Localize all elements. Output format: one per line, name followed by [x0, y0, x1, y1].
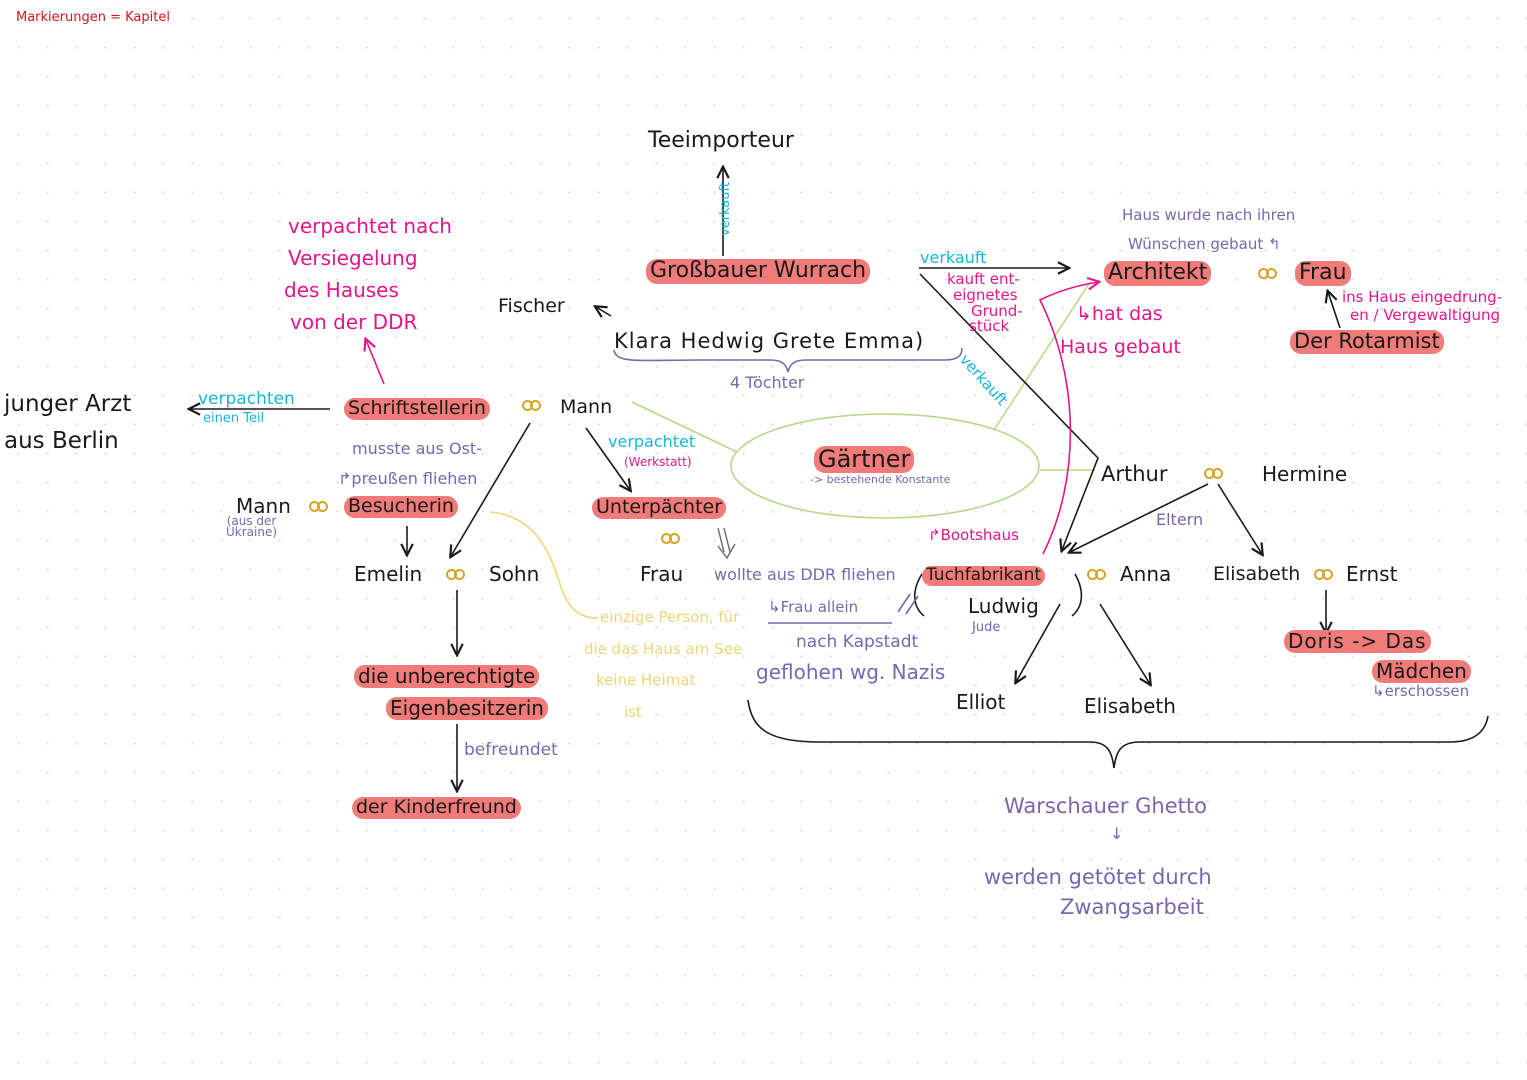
note-verpachtet-ddr: verpachtet nach Versiegelung des Hauses …: [284, 214, 452, 334]
node-unterpaechter: Unterpächter: [592, 497, 727, 519]
node-mann-schriftstellerin: Mann: [560, 396, 613, 418]
arrow-to-elliot: [1016, 603, 1061, 682]
arrow-down-icon: ↓: [1110, 824, 1124, 843]
node-frau-unterpaechter: Frau: [640, 562, 684, 586]
node-maedchen: Mädchen: [1372, 660, 1471, 683]
node-eigenbesitzerin-2: Eigenbesitzerin: [386, 697, 548, 720]
node-elliot: Elliot: [956, 690, 1006, 714]
node-sohn: Sohn: [489, 562, 540, 586]
note-toechter: 4 Töchter: [730, 373, 805, 392]
note-hat-gebaut: ↳hat das Haus gebaut: [1060, 303, 1181, 359]
note-aus-ukraine: (aus der Ukraine): [226, 514, 278, 540]
node-anna: Anna: [1120, 562, 1172, 586]
node-architekt: Architekt: [1104, 261, 1212, 286]
node-hermine: Hermine: [1262, 462, 1348, 486]
label-verpachtet: verpachtet: [608, 432, 696, 451]
node-rotarmist: Der Rotarmist: [1290, 330, 1444, 354]
node-grossbauer-wurrach: Großbauer Wurrach: [646, 259, 871, 284]
note-einzige-person: einzige Person, für die das Haus am See …: [584, 608, 743, 721]
marriage-rings-icon: [1204, 468, 1226, 480]
label-verkauft-vertical: verkauft: [718, 182, 733, 236]
arrow-to-elisabeth: [1217, 483, 1262, 554]
yellow-curve: [489, 511, 599, 619]
arrow-to-unterpaechter: [585, 427, 630, 490]
node-toechter-names: Klara Hedwig Grete Emma): [614, 329, 925, 353]
node-arthur: Arthur: [1101, 462, 1168, 486]
marriage-rings-icon: [1087, 569, 1109, 581]
bracket-tuchfabrikant: [913, 573, 925, 617]
note-kapstadt: nach Kapstadt: [796, 632, 919, 652]
marriage-rings-icon: [1314, 569, 1336, 581]
double-arrow: [717, 527, 736, 560]
arrow-to-fischer: [596, 307, 612, 316]
note-gaertner-sub: -> bestehende Konstante: [810, 473, 951, 486]
marriage-rings-icon: [446, 569, 468, 581]
marriage-rings-icon: [661, 533, 683, 545]
pink-connections: [366, 282, 1098, 555]
gaertner-links: [631, 281, 1095, 519]
node-frau-architekt: Frau: [1295, 261, 1351, 286]
bootshaus-curve: [1038, 282, 1098, 555]
node-fischer: Fischer: [498, 295, 565, 317]
node-elisabeth-kind: Elisabeth: [1084, 694, 1176, 718]
marriage-rings-icon: [1258, 268, 1280, 280]
arrow-to-tuchfabrikant: [919, 273, 1099, 550]
note-wollte-fliehen: wollte aus DDR fliehen: [714, 565, 896, 584]
node-besucherin: Besucherin: [344, 496, 458, 518]
arrow-rotarmist-frau: [1328, 292, 1341, 329]
node-eigenbesitzerin-1: die unberechtigte: [354, 665, 540, 688]
node-tuchfabrikant: Tuchfabrikant: [922, 566, 1046, 586]
brace-warschau: [747, 699, 1489, 769]
note-eltern: Eltern: [1156, 510, 1204, 529]
node-emelin: Emelin: [354, 562, 423, 586]
label-werkstatt: (Werkstatt): [624, 455, 692, 469]
note-jude: Jude: [972, 620, 1001, 635]
node-ernst: Ernst: [1346, 562, 1398, 586]
note-geflohen: geflohen wg. Nazis: [756, 660, 946, 684]
node-schriftstellerin: Schriftstellerin: [344, 398, 490, 420]
arrow-to-tuchfabrikant-eltern: [1070, 483, 1209, 552]
note-befreundet: befreundet: [464, 740, 558, 760]
marriage-rings-icon: [309, 501, 331, 513]
gaertner-ellipse: [730, 413, 1040, 519]
node-teeimporteur: Teeimporteur: [648, 128, 794, 153]
note-haus-wuensche: Haus wurde nach ihren Wünschen gebaut ↰: [1122, 206, 1296, 253]
note-getoetet: werden getötet durch Zwangsarbeit: [984, 865, 1212, 920]
node-mann-ukraine: Mann: [236, 494, 291, 518]
legend-text: Markierungen = Kapitel: [16, 10, 170, 25]
arrow-to-sohn: [451, 422, 531, 556]
node-ludwig: Ludwig: [968, 594, 1039, 618]
note-erschossen: ↳erschossen: [1372, 682, 1470, 700]
note-ins-haus: ins Haus eingedrung- en / Vergewaltigung: [1342, 288, 1503, 324]
node-doris: Doris -> Das: [1284, 630, 1431, 653]
node-kinderfreund: der Kinderfreund: [352, 797, 521, 819]
label-verkauft-right: verkauft: [920, 248, 987, 267]
note-warschauer-ghetto: Warschauer Ghetto: [1004, 794, 1207, 818]
label-einen-teil: einen Teil: [203, 411, 265, 426]
arrow-to-elisabeth-kind: [1099, 603, 1150, 684]
node-junger-arzt: junger Arzt aus Berlin: [4, 391, 132, 454]
toechter-brace: [613, 347, 963, 373]
node-gaertner: Gärtner: [814, 446, 915, 473]
black-connections: [190, 168, 1489, 790]
note-kauft-grundstueck: kauft ent- eignetes Grund- stück: [947, 270, 1023, 336]
arrow-verpachtet-ddr: [366, 340, 385, 385]
node-elisabeth-tochter: Elisabeth: [1213, 563, 1301, 585]
label-verpachten: verpachten: [198, 389, 295, 409]
purple-connections: [613, 347, 963, 624]
note-frau-allein: ↳Frau allein: [768, 598, 859, 616]
marriage-rings-icon: [522, 400, 544, 412]
label-bootshaus: ↱Bootshaus: [928, 526, 1019, 544]
note-musste-fliehen: musste aus Ost- ↱preußen fliehen: [338, 439, 482, 489]
